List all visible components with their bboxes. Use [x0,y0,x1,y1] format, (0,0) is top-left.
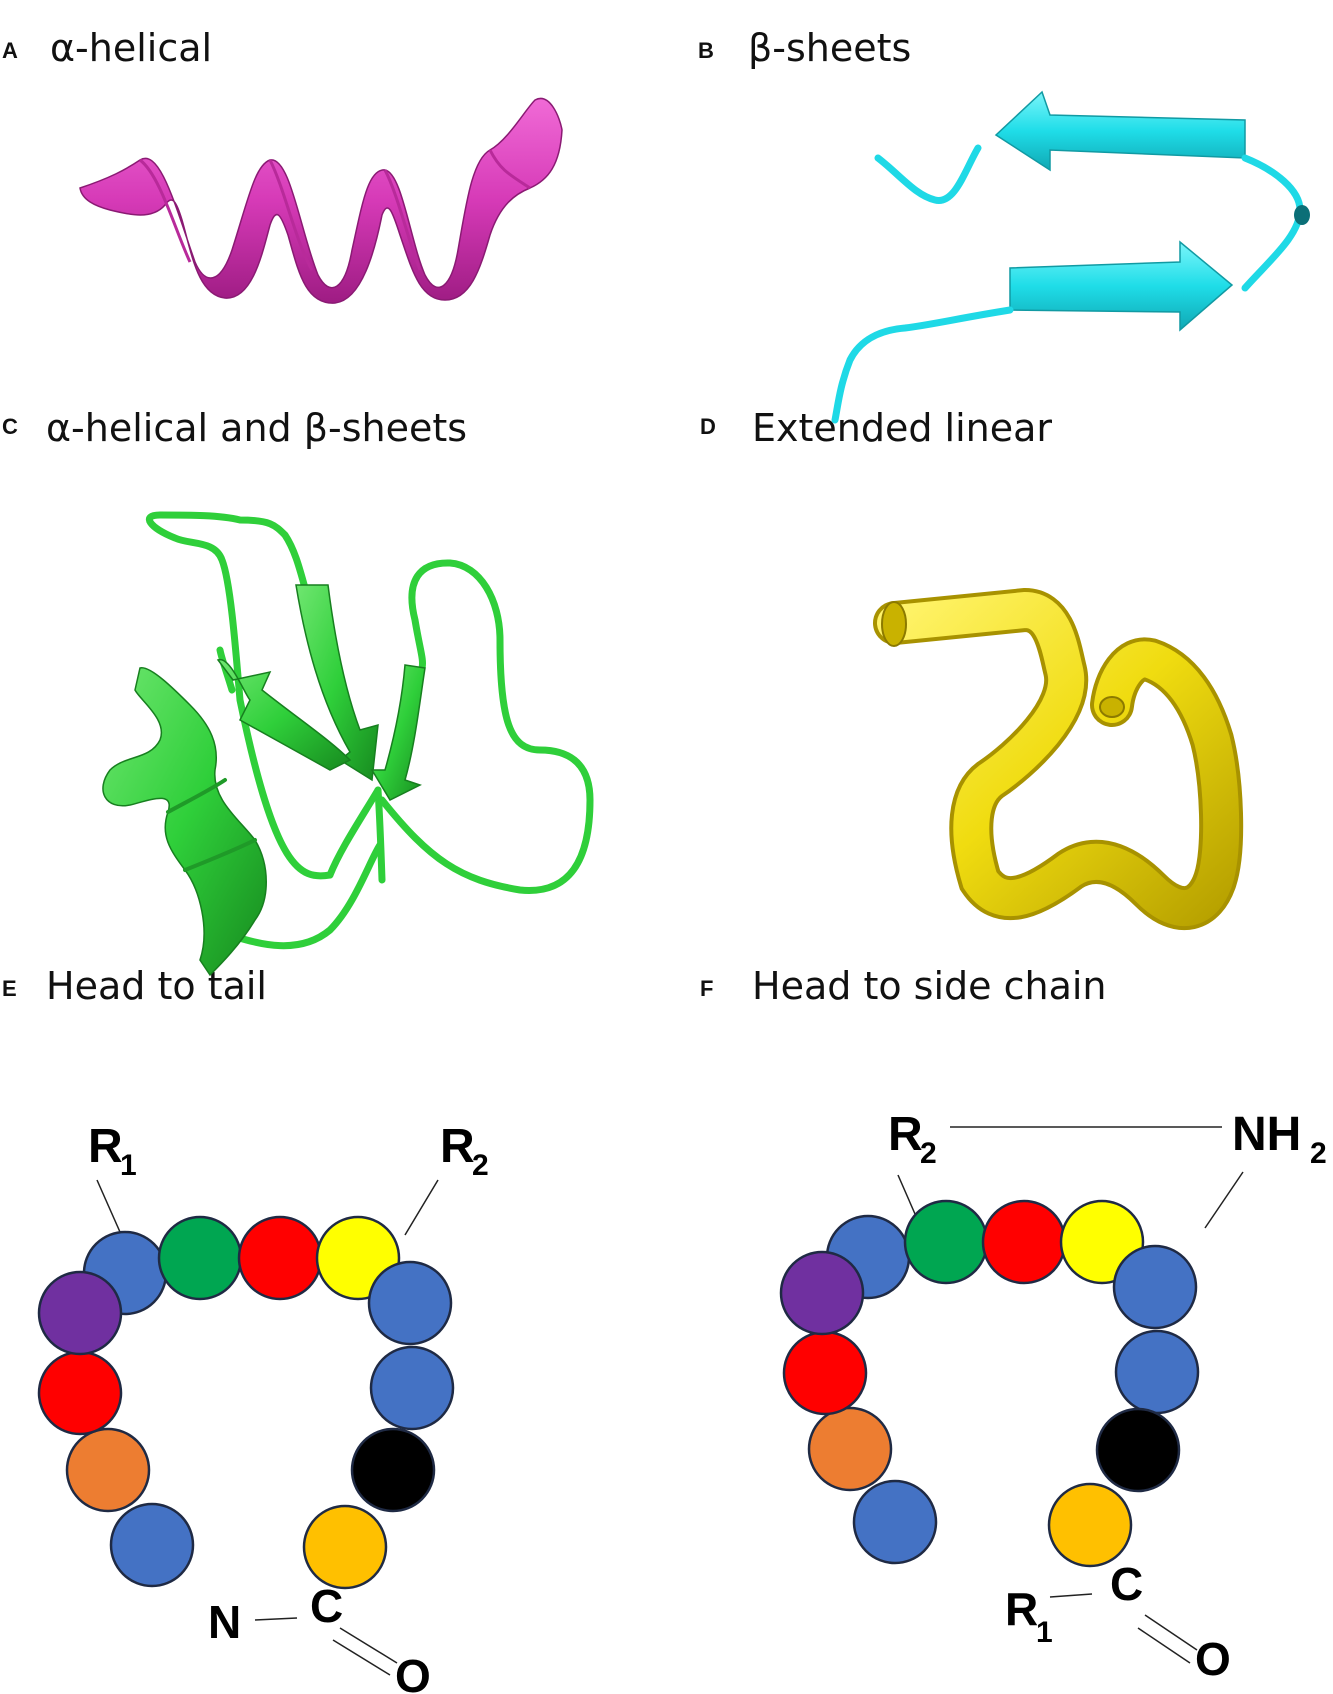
bead-chain-e [37,1215,455,1590]
panel-e-bead-9 [109,1502,195,1588]
label-r2-e: R [440,1120,475,1173]
label-r1-e: R [88,1120,123,1173]
label-n-e: N [208,1596,241,1648]
label-r1-sub-f: 1 [1036,1616,1053,1649]
panel-f-bead-10 [807,1406,893,1492]
extended-linear-tube [873,587,1244,930]
panel-a-title: α-helical [50,26,213,70]
panel-e-bead-3 [237,1215,323,1301]
panel-f-bead-6 [1114,1329,1200,1415]
label-nh-sub-f: 2 [1310,1137,1327,1170]
beta-sheet-ribbon [831,90,1310,424]
head-to-side-chain-diagram: R 2 NH 2 R 1 C O [779,1108,1327,1685]
bead-chain-f [779,1199,1200,1568]
panel-b-title: β-sheets [748,26,912,70]
panel-e-bead-7 [350,1427,436,1513]
panel-f-bead-2 [903,1199,989,1285]
label-c-e: C [310,1580,343,1632]
panel-e-title: Head to tail [46,964,267,1008]
label-r1-sub-e: 1 [120,1149,137,1182]
head-to-tail-diagram: R 1 R 2 N C O [37,1120,489,1694]
panel-f-bead-12 [779,1250,865,1336]
panel-e-bead-2 [157,1215,243,1301]
panel-f-bead-7 [1095,1407,1181,1493]
panel-e-bead-5 [367,1260,453,1346]
panel-f-bead-9 [852,1479,938,1565]
panel-e-bead-11 [37,1350,123,1436]
panel-f-bead-11 [782,1330,868,1416]
label-nh-f: NH [1232,1108,1301,1161]
panel-f-bead-5 [1112,1244,1198,1330]
panel-e-bead-8 [302,1504,388,1590]
label-o-e: O [395,1650,431,1694]
alpha-helix-ribbon [79,97,563,304]
panel-f-title: Head to side chain [752,964,1107,1008]
panel-d-title: Extended linear [752,406,1053,450]
label-o-f: O [1195,1633,1231,1685]
panel-c-title: α-helical and β-sheets [46,406,468,450]
label-r2-sub-e: 2 [472,1149,489,1182]
label-c-f: C [1110,1558,1143,1610]
label-r2-f: R [888,1108,923,1161]
label-r1-f: R [1005,1583,1038,1635]
panel-e-letter: E [2,976,17,1001]
panel-b-letter: B [698,38,714,63]
panel-e-bead-6 [369,1345,455,1431]
label-r2-sub-f: 2 [920,1137,937,1170]
panel-f-bead-3 [981,1199,1067,1285]
panel-e-bead-10 [65,1427,151,1513]
mixed-fold-ribbon [102,511,594,977]
panel-f-letter: F [700,976,714,1001]
panel-e-bead-12 [37,1270,123,1356]
panel-c-letter: C [2,414,18,439]
panel-a-letter: A [2,38,18,63]
panel-d-letter: D [700,414,716,439]
panel-f-bead-8 [1047,1482,1133,1568]
